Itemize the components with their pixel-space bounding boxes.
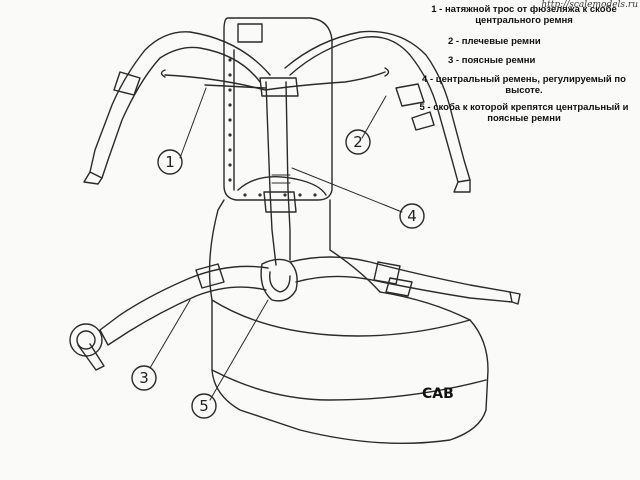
callout-number-1: 1 bbox=[165, 153, 175, 171]
callout-number-3: 3 bbox=[139, 369, 149, 387]
callout-circle-3 bbox=[131, 365, 157, 391]
legend-item-5: 5 - скоба к которой крепятся центральный… bbox=[419, 102, 629, 124]
left-lap-belt bbox=[69, 263, 269, 371]
seat-back-frame bbox=[223, 17, 333, 201]
callout-number-2: 2 bbox=[353, 133, 363, 151]
callout-circle-1 bbox=[157, 149, 183, 175]
right-shoulder-strap bbox=[284, 30, 471, 193]
legend-item-4: 4 - центральный ремень, регулируемый по … bbox=[422, 74, 626, 96]
legend: 1 - натяжной трос от фюзеляжа к скобе це… bbox=[410, 2, 638, 124]
callout-circles bbox=[131, 129, 425, 419]
buckle-ring bbox=[260, 258, 298, 302]
center-strap bbox=[259, 77, 299, 266]
callout-number-4: 4 bbox=[407, 207, 417, 225]
legend-item-2: 2 - плечевые ремни bbox=[448, 36, 541, 47]
legend-item-1: 1 - натяжной трос от фюзеляжа к скобе це… bbox=[431, 4, 617, 26]
callout-number-5: 5 bbox=[199, 397, 209, 415]
left-shoulder-strap bbox=[83, 31, 271, 185]
legend-item-3: 3 - поясные ремни bbox=[448, 55, 536, 66]
callout-leaders bbox=[149, 87, 403, 401]
callout-circle-2 bbox=[345, 129, 371, 155]
right-lap-belt bbox=[289, 256, 521, 305]
seat-stamp: САВ bbox=[422, 386, 454, 402]
seat-cushion bbox=[208, 199, 489, 445]
watermark: http://scalemodels.ru bbox=[541, 0, 638, 10]
tension-cable bbox=[160, 67, 390, 91]
callout-circle-5 bbox=[191, 393, 217, 419]
callout-circle-4 bbox=[399, 203, 425, 229]
